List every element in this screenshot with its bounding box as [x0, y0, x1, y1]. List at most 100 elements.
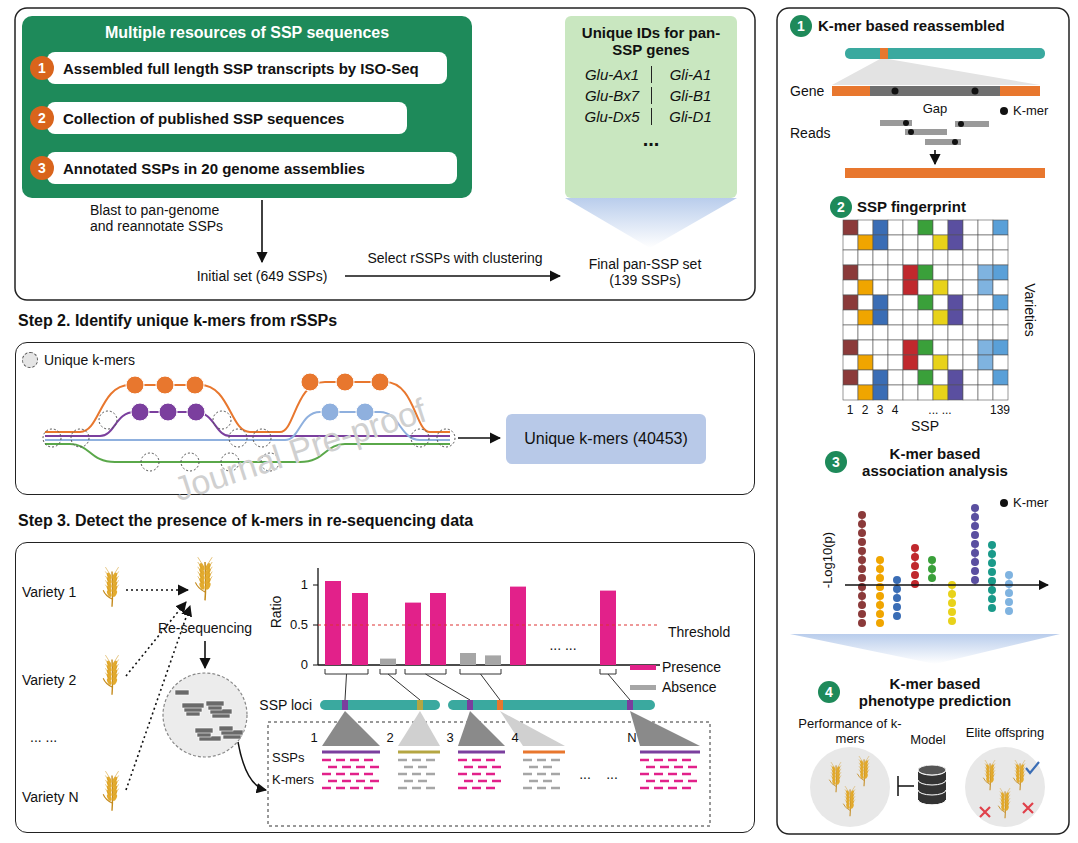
wheat-icon	[103, 655, 118, 695]
wheat-awn	[198, 576, 202, 583]
kmer-dash	[537, 787, 546, 790]
kmer-dash	[464, 780, 473, 783]
database-rim	[918, 800, 946, 805]
kmer-dot	[876, 610, 884, 618]
fingerprint-cell	[843, 355, 858, 370]
absence-bar	[485, 655, 501, 665]
fingerprint-cell	[843, 370, 858, 385]
label: 3	[877, 404, 884, 418]
kmer-dash	[350, 787, 359, 790]
fingerprint-cell	[903, 220, 918, 235]
kmer-dot	[908, 129, 914, 135]
fingerprint-cell	[993, 340, 1008, 355]
label: Initial set (649 SSPs)	[197, 268, 328, 284]
fingerprint-cell	[978, 340, 993, 355]
kmer-node	[186, 376, 204, 394]
kmer-dot	[858, 601, 866, 609]
kmer-dot	[858, 565, 866, 573]
label: 2	[386, 731, 393, 746]
wheat-icon	[103, 771, 118, 811]
kmer-dot	[971, 567, 979, 575]
absence-bar	[380, 659, 396, 665]
node-text: 1	[797, 18, 805, 34]
kmer-dash	[418, 780, 427, 783]
kmer-dash	[322, 787, 331, 790]
fingerprint-cell	[993, 235, 1008, 250]
wheat-awn	[838, 775, 841, 780]
wheat-leaf	[103, 590, 112, 599]
kmer-dash	[404, 780, 413, 783]
read	[182, 703, 204, 708]
kmer-dash	[529, 766, 538, 769]
fingerprint-cell	[993, 385, 1008, 400]
label: 1	[301, 578, 308, 593]
tick	[313, 585, 318, 586]
fingerprint-cell	[918, 355, 933, 370]
read	[955, 121, 989, 127]
kmer-dash	[654, 773, 663, 776]
fingerprint-cell	[858, 295, 873, 310]
step1-panel	[15, 8, 755, 300]
fingerprint-cell	[948, 250, 963, 265]
wheat-leaf	[829, 780, 836, 787]
fingerprint-cell	[858, 310, 873, 325]
kmer-dot	[911, 580, 919, 588]
wheat-icon	[857, 756, 869, 786]
id-box: Unique IDs for pan-SSP genesGlu-Ax1Glu-B…	[565, 16, 737, 198]
fingerprint-cell	[858, 370, 873, 385]
label: ... ...	[549, 637, 576, 653]
step-number: 3	[30, 156, 54, 180]
kmer-dash	[668, 787, 677, 790]
ssp-segment	[398, 751, 440, 754]
step-number: 1	[790, 15, 812, 37]
wheat-awn	[115, 585, 119, 591]
kmer-dash	[688, 766, 697, 769]
label: Blast to pan-genome and reannotate SSPs	[90, 202, 245, 234]
kmer-dash	[674, 780, 683, 783]
kmer-dot	[988, 550, 996, 558]
kmer-dot	[893, 576, 901, 584]
legend-item: Unique k-mers	[22, 352, 135, 368]
kmer-dash	[342, 780, 351, 783]
kmer-dot	[858, 610, 866, 618]
label: Model	[910, 733, 945, 748]
kmer-dot	[972, 88, 979, 95]
label: Variety N	[22, 789, 79, 805]
wheat-icon	[983, 760, 995, 790]
fingerprint-cell	[888, 310, 903, 325]
kmer-dot	[988, 568, 996, 576]
legend-dot	[1000, 499, 1008, 507]
down-arrow	[934, 150, 936, 164]
assembled-gene	[845, 168, 1045, 178]
wheat-icon	[829, 762, 841, 792]
kmer-dash	[328, 780, 337, 783]
fingerprint-cell	[933, 385, 948, 400]
kmer-dot	[911, 562, 919, 570]
fingerprint-cell	[918, 250, 933, 265]
right-panel	[777, 8, 1069, 834]
kmer-dash	[529, 780, 538, 783]
fingerprint-cell	[918, 310, 933, 325]
wheat-icon	[998, 788, 1010, 818]
label: SSP fingerprint	[857, 198, 966, 215]
kmer-dash	[370, 780, 379, 783]
fingerprint-cell	[858, 280, 873, 295]
fingerprint-cell	[903, 295, 918, 310]
kmer-dash	[336, 773, 345, 776]
fingerprint-cell	[993, 250, 1008, 265]
wheat-awn	[105, 673, 109, 679]
dotted-arrow	[126, 602, 186, 676]
legend-item: Absence	[630, 679, 716, 695]
model-arrow	[898, 776, 914, 796]
label: K-mer	[1013, 496, 1048, 511]
label: 0.5	[290, 618, 308, 633]
label: K-mer based association analysis	[853, 445, 1018, 480]
fingerprint-cell	[858, 250, 873, 265]
wheat-leaf	[983, 778, 990, 785]
tick	[313, 665, 318, 666]
down-arrow	[261, 200, 263, 262]
fingerprint-cell	[918, 235, 933, 250]
fingerprint-cell	[948, 325, 963, 340]
fingerprint-cell	[933, 310, 948, 325]
wheat-awn	[852, 799, 855, 804]
